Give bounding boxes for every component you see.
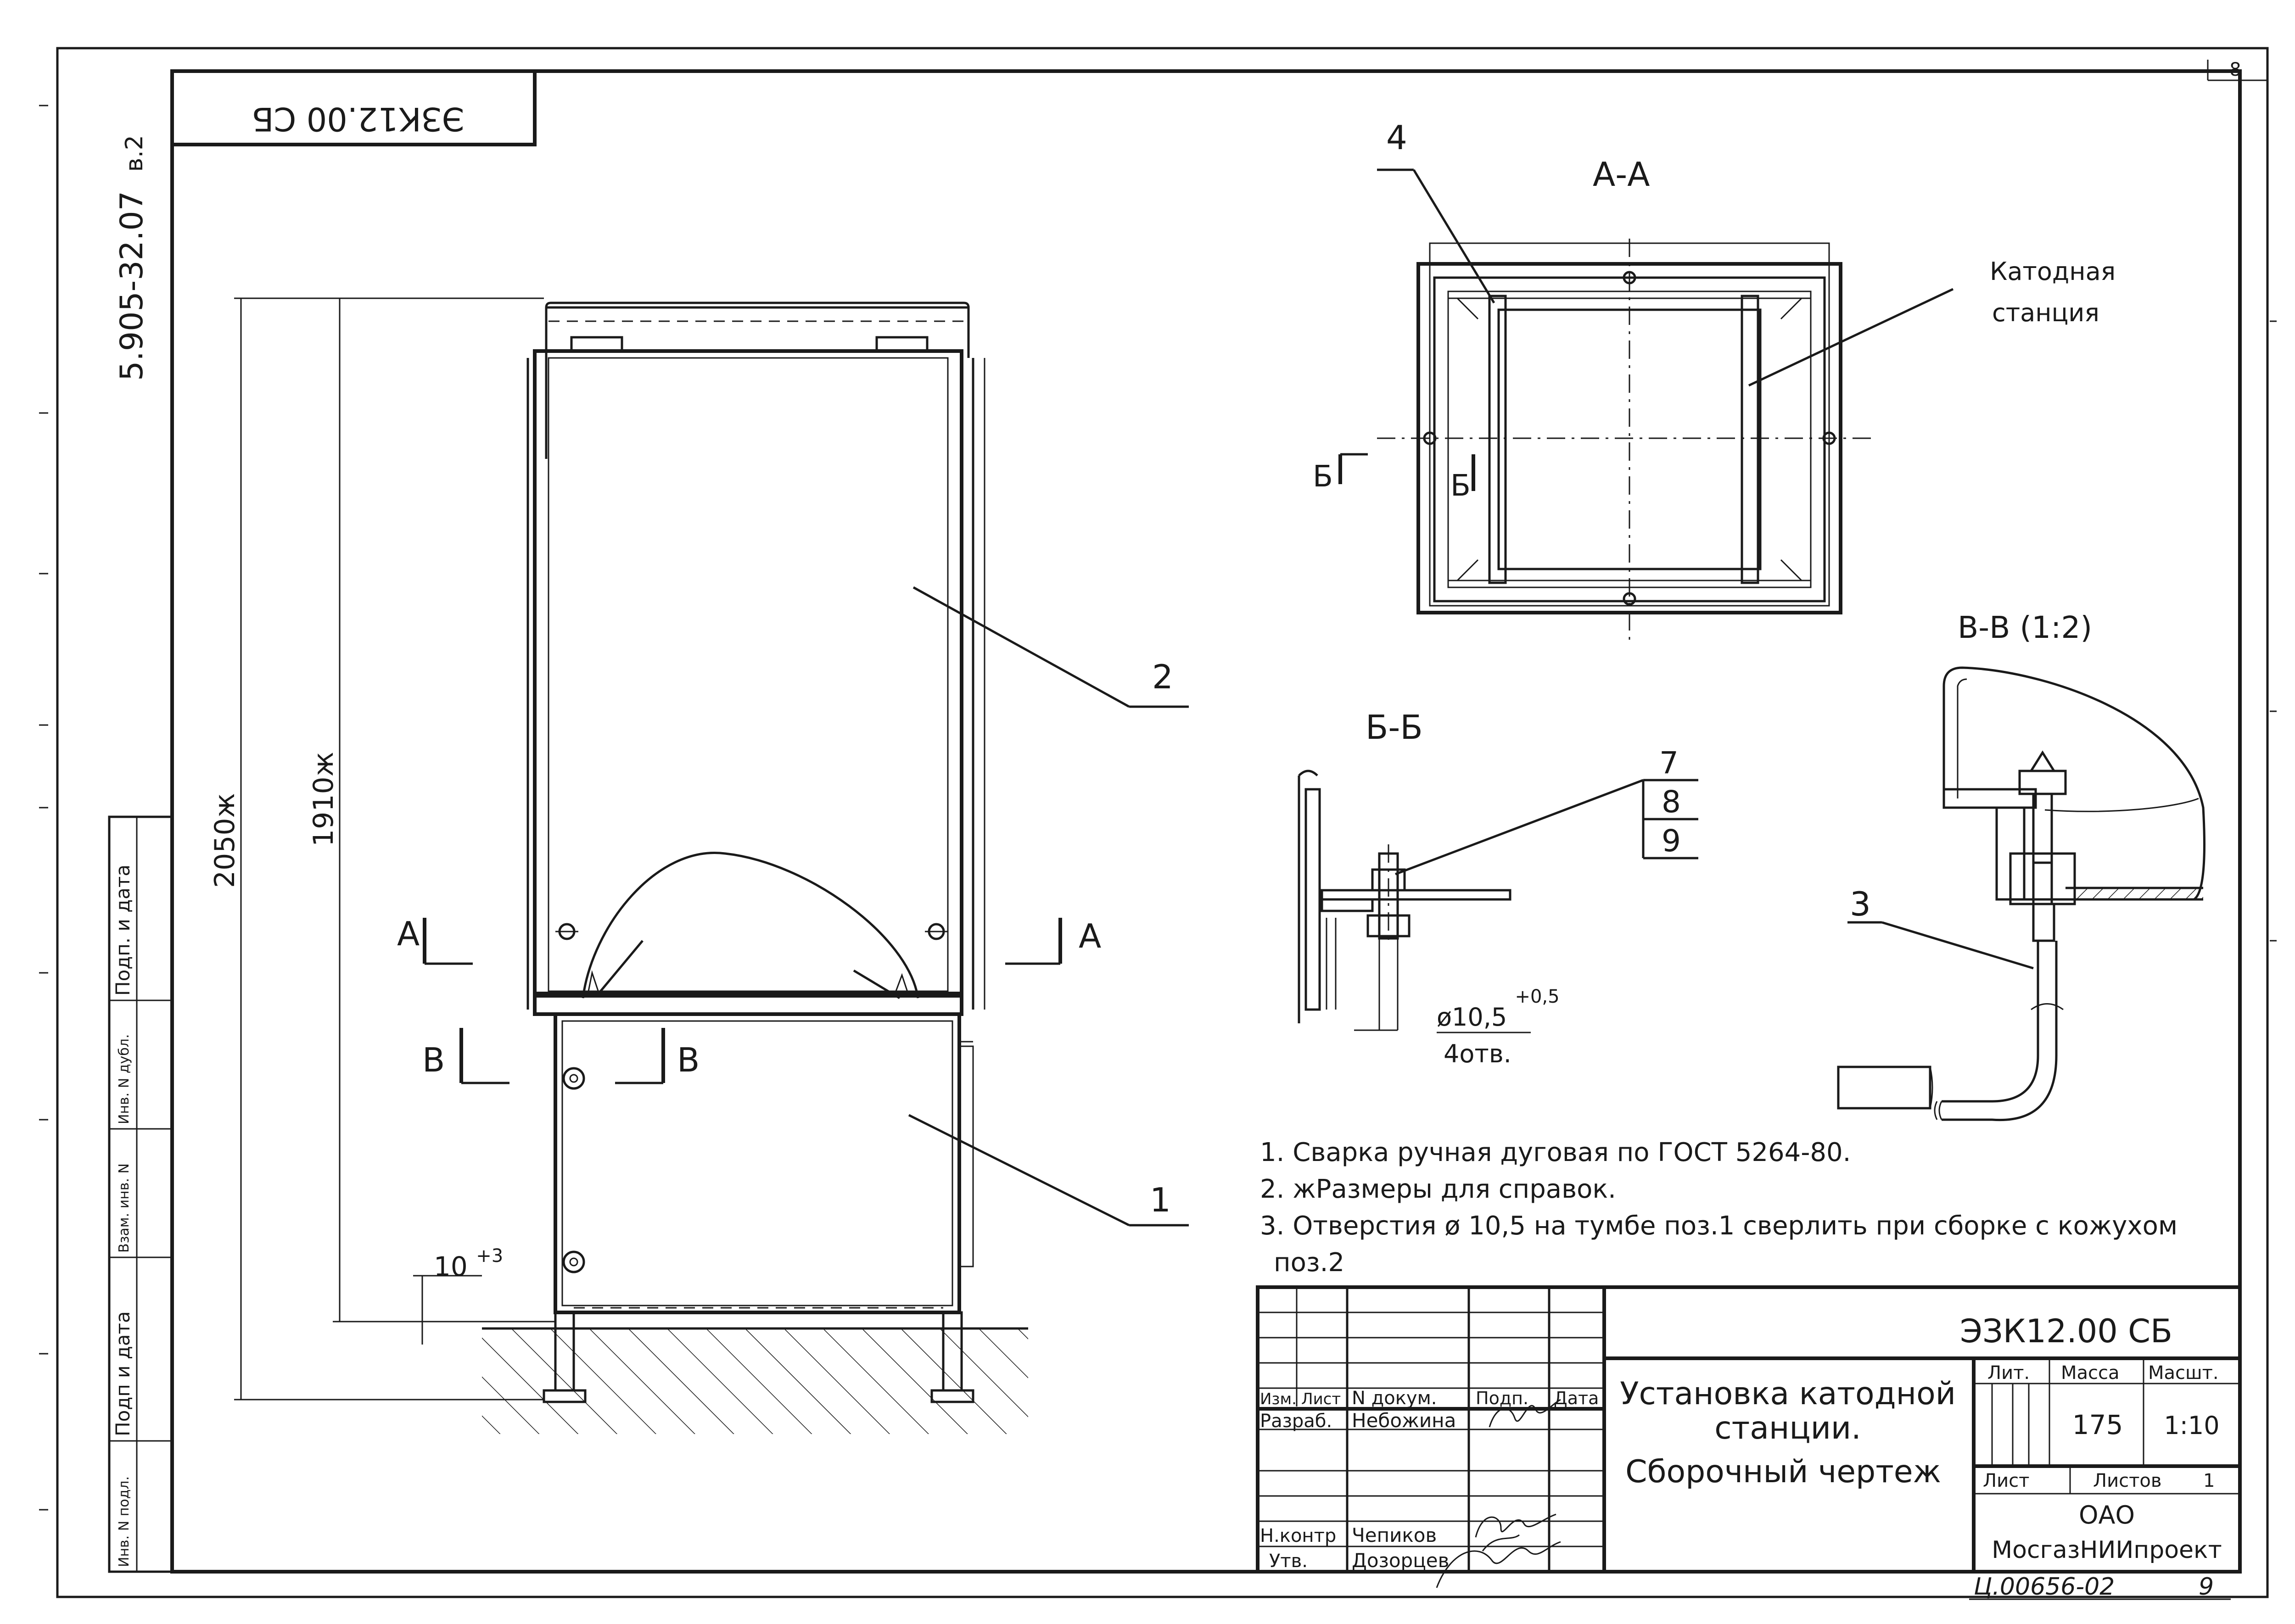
title-block: Изм. Лист N докум. Подп. Дата Разраб. Не… xyxy=(1256,1285,2242,1601)
stamp-label-2: Инв. N дубл. xyxy=(116,1034,132,1125)
section-b-left: В xyxy=(422,1041,445,1079)
tb-doc-code: ЭЗК12.00 СБ xyxy=(1960,1312,2172,1350)
section-aa-b-right: Б xyxy=(1450,469,1471,503)
breakout-outline xyxy=(582,852,919,999)
note-2: 2. жРазмеры для справок. xyxy=(1260,1174,1616,1204)
tb-col-doc: N докум. xyxy=(1352,1388,1437,1409)
section-aa-b-left: Б xyxy=(1313,460,1333,494)
label-cathode-1: Катодная xyxy=(1990,257,2116,286)
callout-3: 3 xyxy=(1850,885,1871,923)
stamp-label-3: Взам. инв. N xyxy=(116,1163,132,1253)
front-view: А А В В 2 1 xyxy=(397,301,1189,1434)
hole-count: 4отв. xyxy=(1444,1039,1511,1068)
label-cathode-2: станция xyxy=(1992,298,2099,327)
tb-org-2: МосгазНИИпроект xyxy=(1992,1536,2222,1564)
tb-col-list: Лист xyxy=(1301,1390,1341,1408)
section-bb-title: Б-Б xyxy=(1366,708,1423,747)
tb-nkontr-role: Н.контр xyxy=(1260,1525,1336,1546)
tb-archive-sheet: 9 xyxy=(2199,1573,2214,1601)
tb-col-date: Дата xyxy=(1554,1388,1599,1408)
sheet-frames xyxy=(39,47,2277,1598)
callout-1: 1 xyxy=(1150,1181,1171,1219)
tb-title-1: Установка катодной xyxy=(1620,1376,1956,1412)
ground xyxy=(482,1328,1028,1434)
tb-title-2: станции. xyxy=(1714,1410,1861,1446)
tb-mass-value: 175 xyxy=(2072,1409,2123,1440)
section-a-right: А xyxy=(1079,917,1101,955)
notes: 1. Сварка ручная дуговая по ГОСТ 5264-80… xyxy=(1260,1138,2177,1278)
tb-scale-value: 1:10 xyxy=(2164,1411,2219,1440)
dim-total: 2050ж xyxy=(209,793,241,888)
tb-scale-label: Масшт. xyxy=(2148,1362,2219,1384)
note-3: 3. Отверстия ø 10,5 на тумбе поз.1 сверл… xyxy=(1260,1211,2177,1241)
tb-razrab-role: Разраб. xyxy=(1260,1411,1332,1432)
tb-nkontr-name: Чепиков xyxy=(1352,1524,1437,1546)
tb-col-izm: Изм. xyxy=(1260,1390,1297,1408)
dim-clearance: 10 +3 xyxy=(434,1245,503,1282)
tb-sheet-label: Лист xyxy=(1983,1470,2029,1491)
dim-inner: 1910ж xyxy=(308,752,340,847)
tb-org-1: ОАО xyxy=(2079,1501,2135,1529)
tb-razrab-name: Небожина xyxy=(1352,1409,1456,1432)
callout-7: 7 xyxy=(1659,745,1679,781)
stamp-label-5: Инв. N подл. xyxy=(116,1476,132,1567)
section-vv: В-В (1:2) 3 xyxy=(1837,610,2205,1122)
section-aa-title: А-А xyxy=(1593,155,1650,194)
tb-sheets-value: 1 xyxy=(2203,1470,2215,1491)
stamp-label-4: Подп и дата xyxy=(112,1311,134,1436)
hole-dim: ø10,5 +0,5 xyxy=(1437,986,1560,1032)
pedestal-body xyxy=(554,1012,961,1314)
tb-title-3: Сборочный чертеж xyxy=(1625,1454,1941,1490)
note-1: 1. Сварка ручная дуговая по ГОСТ 5264-80… xyxy=(1260,1138,1851,1167)
signature-razrab xyxy=(1489,1399,1561,1428)
sheet-number: 8 xyxy=(2229,59,2241,80)
rotated-code-box: ЭЗК12.00 СБ xyxy=(170,69,537,146)
tb-mass-label: Масса xyxy=(2061,1362,2120,1384)
stamp-label-1: Подп. и дата xyxy=(112,865,134,996)
callout-8: 8 xyxy=(1662,784,1681,820)
section-aa: А-А Б Б 4 Катодная станция xyxy=(1313,118,2116,640)
section-bb: Б-Б ø10,5 +0,5 4отв. 7 8 9 xyxy=(1298,708,1698,1068)
signature-utv xyxy=(1436,1541,1561,1588)
tb-archive-code: Ц.00656-02 xyxy=(1974,1573,2115,1601)
outer-frame xyxy=(56,47,2269,1598)
rotated-code: ЭЗК12.00 СБ xyxy=(252,100,465,138)
tb-lit-label: Лит. xyxy=(1987,1362,2030,1384)
callout-4: 4 xyxy=(1386,118,1407,157)
callout-2: 2 xyxy=(1152,658,1173,696)
note-3-cont: поз.2 xyxy=(1274,1248,1344,1278)
tb-utv-role: Утв. xyxy=(1269,1551,1308,1572)
side-stamp: Подп. и дата Инв. N дубл. Взам. инв. N П… xyxy=(108,815,174,1573)
housing-top xyxy=(545,301,970,459)
vv-housing-outline xyxy=(1942,666,2205,901)
front-dimensions: 2050ж 1910ж 10 +3 xyxy=(209,297,555,1401)
callout-9: 9 xyxy=(1662,823,1681,859)
project-code: 5.905-32.07 в.2 xyxy=(114,135,150,381)
margin-ticks xyxy=(39,105,2277,1511)
cover-body xyxy=(533,349,963,995)
tb-col-sign: Подп. xyxy=(1476,1388,1528,1408)
section-vv-title: В-В (1:2) xyxy=(1958,610,2092,645)
tb-utv-name: Дозорцев xyxy=(1352,1549,1449,1572)
tb-sheets-label: Листов xyxy=(2093,1470,2161,1491)
section-a-left: А xyxy=(397,915,420,953)
signature-nkontr xyxy=(1475,1513,1556,1551)
section-b-right: В xyxy=(677,1041,700,1079)
